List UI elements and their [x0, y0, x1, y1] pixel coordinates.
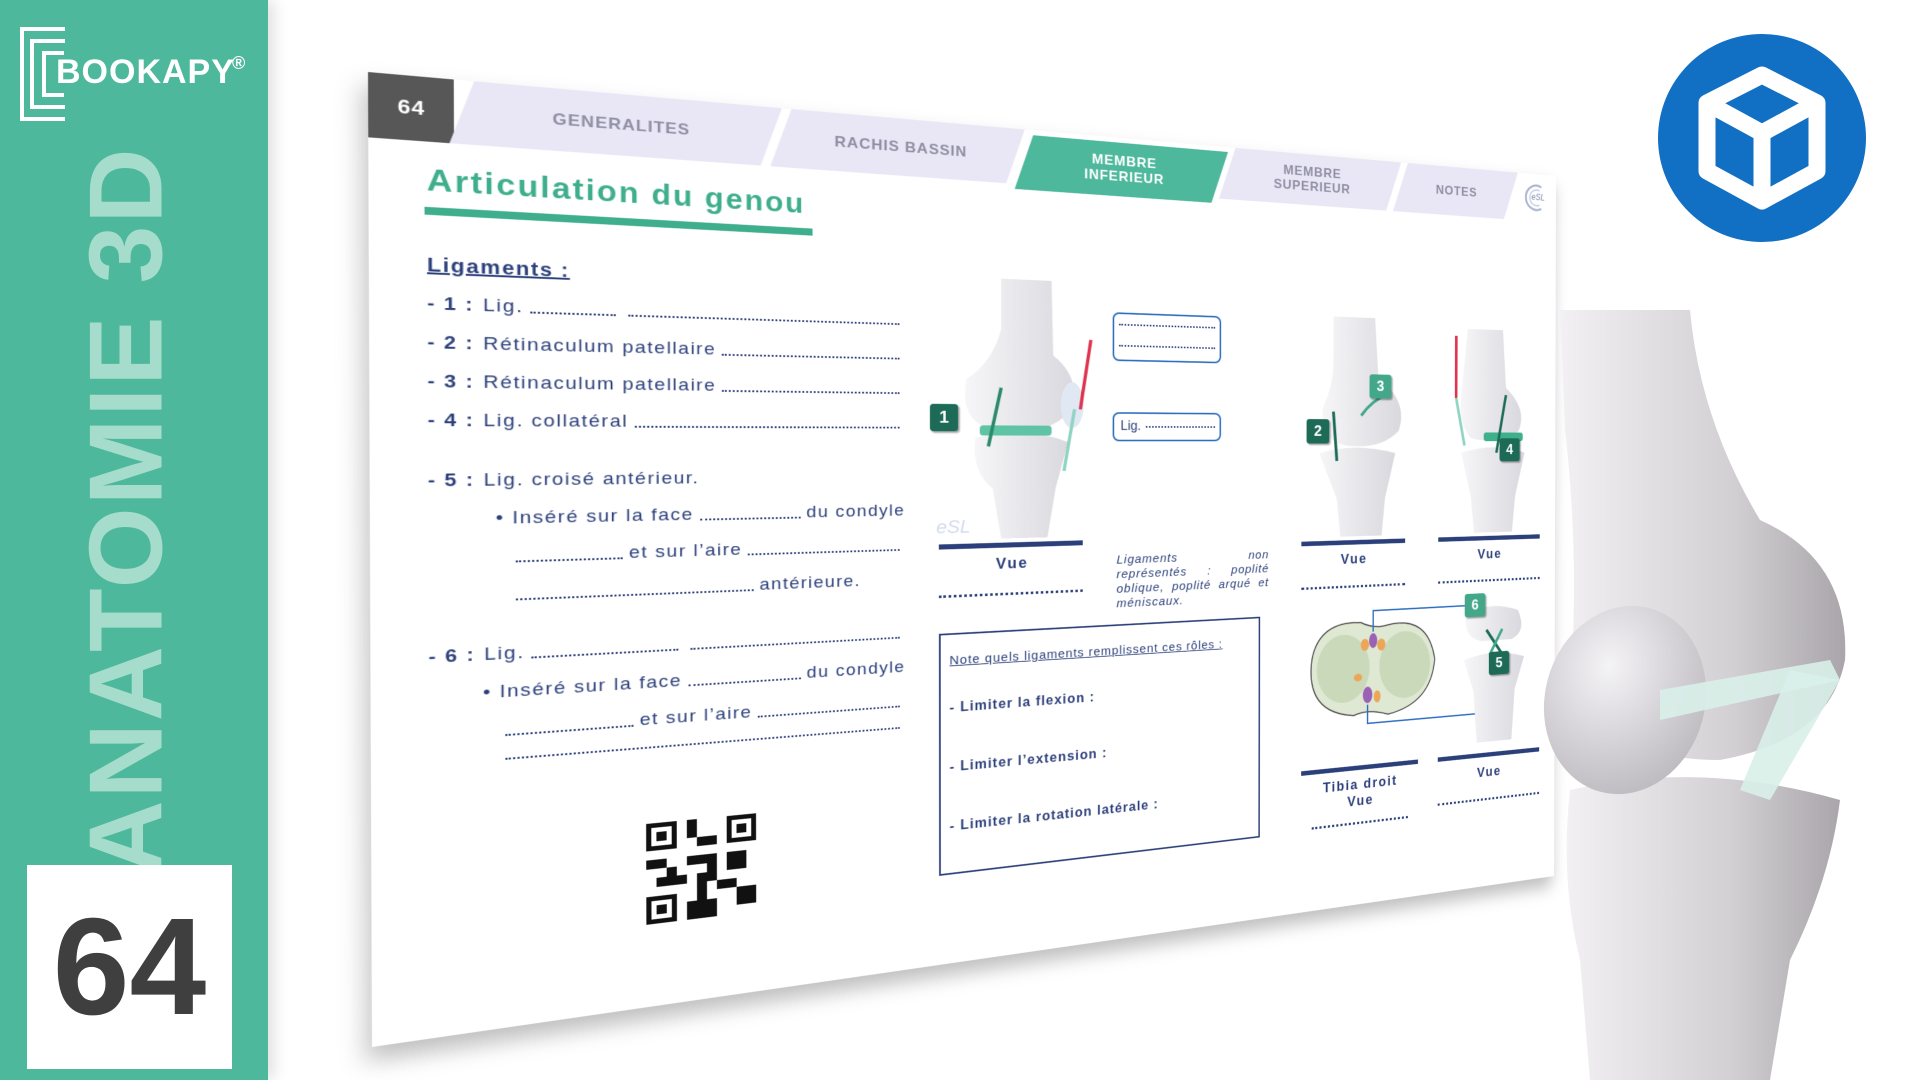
3d-cube-icon[interactable]: [1657, 33, 1867, 243]
page-number-box: 64: [27, 865, 232, 1069]
brand-sidebar: BOOKAPY ® ANATOMIE 3D 64: [0, 0, 268, 1080]
series-title: ANATOMIE 3D: [68, 147, 187, 876]
bookapy-logo[interactable]: BOOKAPY ®: [20, 27, 260, 122]
